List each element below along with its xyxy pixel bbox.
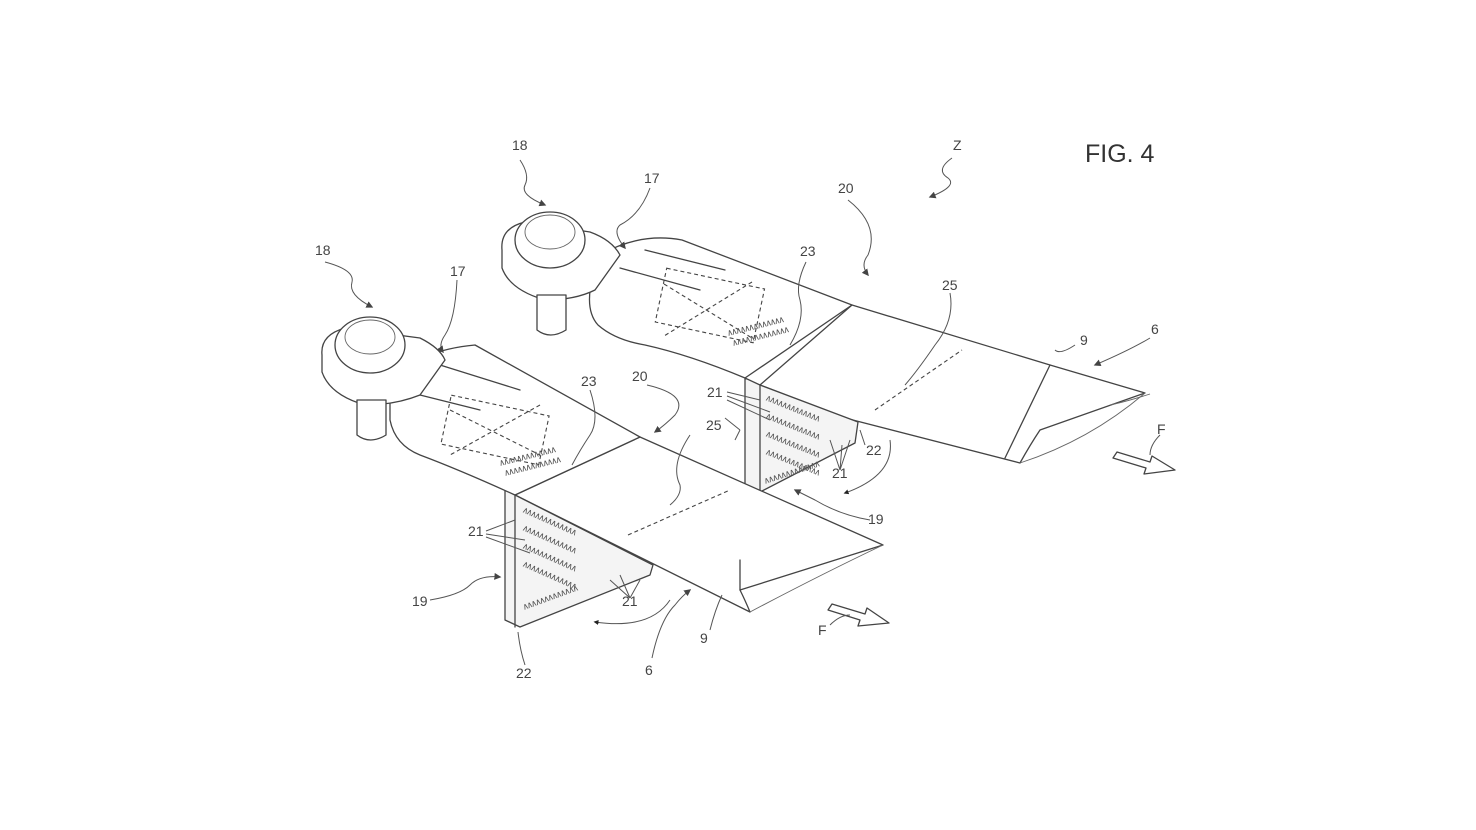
- label-22-front: 22: [516, 665, 532, 681]
- label-21-front-lower: 21: [622, 593, 638, 609]
- label-6-back: 6: [1151, 321, 1159, 337]
- label-18-front: 18: [315, 242, 331, 258]
- direction-arrow-back: [1112, 451, 1176, 475]
- front-mount-knob: [334, 316, 406, 374]
- label-23-back: 23: [800, 243, 816, 259]
- back-assembly: [501, 211, 1151, 493]
- label-f-back: F: [1157, 421, 1166, 437]
- label-20-back: 20: [838, 180, 854, 196]
- label-19-front: 19: [412, 593, 428, 609]
- label-21-front-upper: 21: [468, 523, 484, 539]
- label-17-back: 17: [644, 170, 660, 186]
- label-17-front: 17: [450, 263, 466, 279]
- reference-labels: Z 18 17 20 23 25 9 6 21 22 21 19 F 18 17…: [315, 137, 1166, 681]
- label-6-front: 6: [645, 662, 653, 678]
- figure-title: FIG. 4: [1085, 140, 1155, 168]
- label-20-front: 20: [632, 368, 648, 384]
- front-assembly: [321, 316, 884, 628]
- fold-arrow-front: [593, 599, 671, 625]
- direction-arrow-front: [827, 603, 890, 627]
- leader-lines: [324, 157, 1161, 666]
- label-21-back-upper: 21: [707, 384, 723, 400]
- label-9-front: 9: [700, 630, 708, 646]
- label-22-back: 22: [866, 442, 882, 458]
- label-21-back-lower: 21: [832, 465, 848, 481]
- label-25-back: 25: [942, 277, 958, 293]
- label-18-back: 18: [512, 137, 528, 153]
- label-23-front: 23: [581, 373, 597, 389]
- label-z: Z: [953, 137, 962, 153]
- back-mount-knob: [514, 211, 586, 269]
- label-25-front: 25: [706, 417, 722, 433]
- fold-arrow-back: [843, 439, 891, 495]
- back-strip: [759, 304, 1146, 464]
- label-f-front: F: [818, 622, 827, 638]
- label-9-back: 9: [1080, 332, 1088, 348]
- back-head-plate: [588, 237, 853, 379]
- label-19-back: 19: [868, 511, 884, 527]
